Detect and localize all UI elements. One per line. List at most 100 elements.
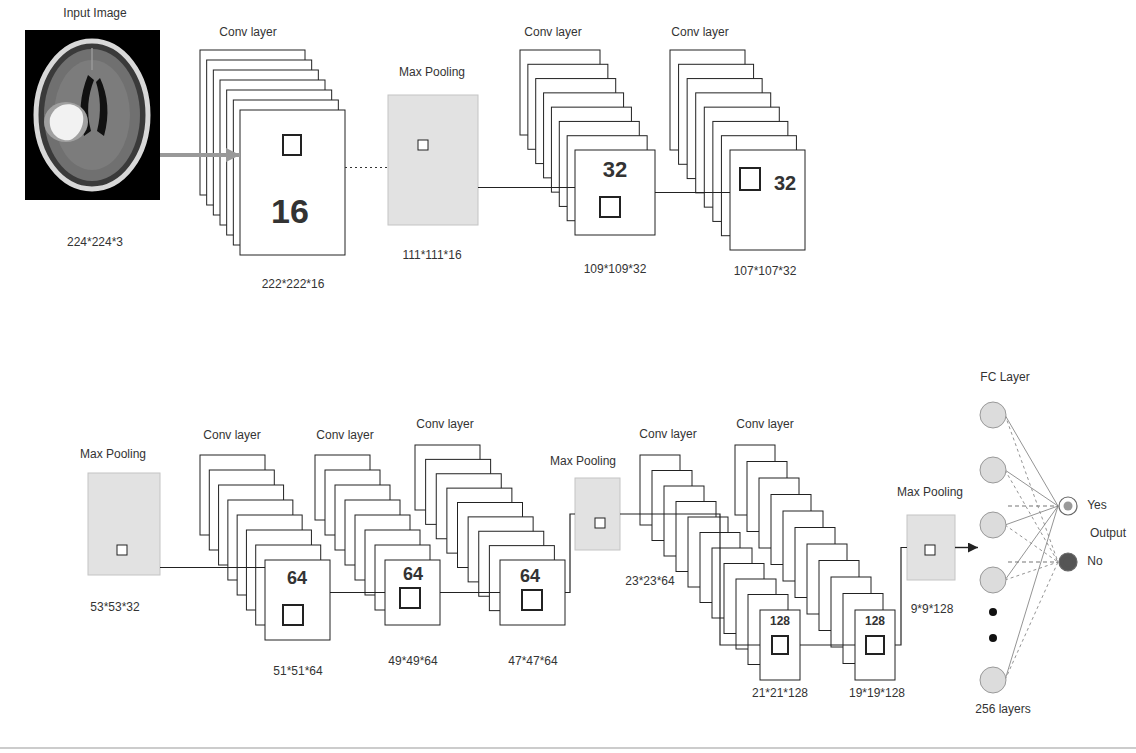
receptive-field [283,605,303,625]
fc-weight [1005,470,1058,506]
layer-heading: Input Image [61,7,128,21]
conv-layer: Conv layer6451*51*64 [265,560,330,640]
connector [620,514,760,645]
layer-heading: Conv layer [522,26,583,40]
dimension-label: 222*222*16 [260,278,327,292]
dimension-label: 21*21*128 [750,687,810,701]
fc-layer: FC Layer256 layers [978,400,1008,695]
pooling-map [907,515,955,580]
ellipsis-dot [989,608,997,616]
filter-count: 128 [768,615,792,629]
connector [478,187,575,188]
fc-weight [1005,470,1058,562]
filter-count: 64 [401,564,425,585]
feature-map-stack [520,50,655,235]
receptive-field [522,590,542,610]
filter-count: 64 [518,566,542,587]
receptive-field [418,140,428,150]
receptive-field [400,588,420,608]
dimension-label: 256 layers [973,703,1032,717]
max-pooling-layer: Max Pooling53*53*32 [88,473,160,575]
edema [44,102,88,142]
brain [44,49,140,181]
midline [91,48,93,70]
conv-layer: Conv layer32109*109*32 [575,150,655,235]
connector [160,567,265,568]
filter-count: 128 [863,615,887,629]
output-circle [1059,553,1077,571]
layer-heading: FC Layer [978,371,1031,385]
dimension-label: 109*109*32 [582,263,649,277]
feature-map [575,150,655,235]
connector [800,644,855,645]
receptive-field [283,135,301,155]
receptive-field [866,636,884,654]
output-core [1064,502,1073,511]
neuron [980,457,1006,483]
fc-weight [1005,562,1058,580]
neuron [980,667,1006,693]
feature-map [385,560,440,625]
layer-heading: Conv layer [314,429,375,443]
feature-map [500,560,565,625]
image-ground [25,30,160,200]
output-node: No [1058,552,1078,572]
feature-map [730,150,805,250]
max-pooling-layer: Max Pooling111*111*16 [388,95,478,225]
conv-layer: Conv layer16222*222*16 [240,110,345,255]
output-circle [1058,496,1078,516]
fc-weight [1005,415,1058,506]
receptive-field [740,168,760,190]
receptive-field [925,545,935,555]
dimension-label: 9*9*128 [909,603,956,617]
dimension-label: 47*47*64 [506,655,559,669]
conv-layer: Conv layer32107*107*32 [730,150,805,250]
feature-map-stack [315,455,440,625]
feature-map-stack [670,50,805,250]
layer-heading: Max Pooling [895,486,965,500]
output-node: Yes [1058,496,1078,516]
dimension-label: 19*19*128 [847,687,907,701]
dimension-label: 224*224*3 [65,236,125,250]
fc-weight [1005,506,1058,525]
dimension-label: 107*107*32 [732,265,799,279]
output-class: Yes [1085,499,1109,513]
pooling-map [388,95,478,225]
filter-count: 64 [285,568,309,589]
ellipsis-dot [989,634,997,642]
dimension-label: 51*51*64 [271,665,324,679]
layer-heading: Conv layer [669,26,730,40]
input-image: Input Image224*224*3 [25,30,160,200]
conv-layer: Conv layer12821*21*128 [760,610,800,680]
layer-heading: Conv layer [414,418,475,432]
connector [330,592,385,593]
dimension-label: 111*111*16 [400,249,463,263]
feature-map [240,110,345,255]
connector [160,153,240,157]
dimension-label: 49*49*64 [386,655,439,669]
fc-weight [1005,415,1058,562]
conv-layer: Conv layer6449*49*64 [385,560,440,625]
feature-map-stack [200,455,330,640]
layer-heading: Conv layer [217,26,278,40]
connector [440,592,500,593]
receptive-field [600,197,620,217]
neuron [980,567,1006,593]
connector [655,192,730,193]
output-label: Output [1088,527,1128,541]
neuron [980,402,1006,428]
dimension-label: 53*53*32 [88,601,141,615]
connector [345,167,388,168]
pooling-map [88,473,160,575]
output-circle [1059,497,1077,515]
output-class: No [1085,555,1104,569]
conv-layer: Conv layer6447*47*64 [500,560,565,625]
neuron [980,512,1006,538]
filter-count: 16 [269,192,311,231]
connector [565,514,575,593]
filter-count: 32 [772,172,798,195]
receptive-field [772,636,788,654]
fc-weight [1005,506,1058,680]
output-core [1064,558,1073,567]
